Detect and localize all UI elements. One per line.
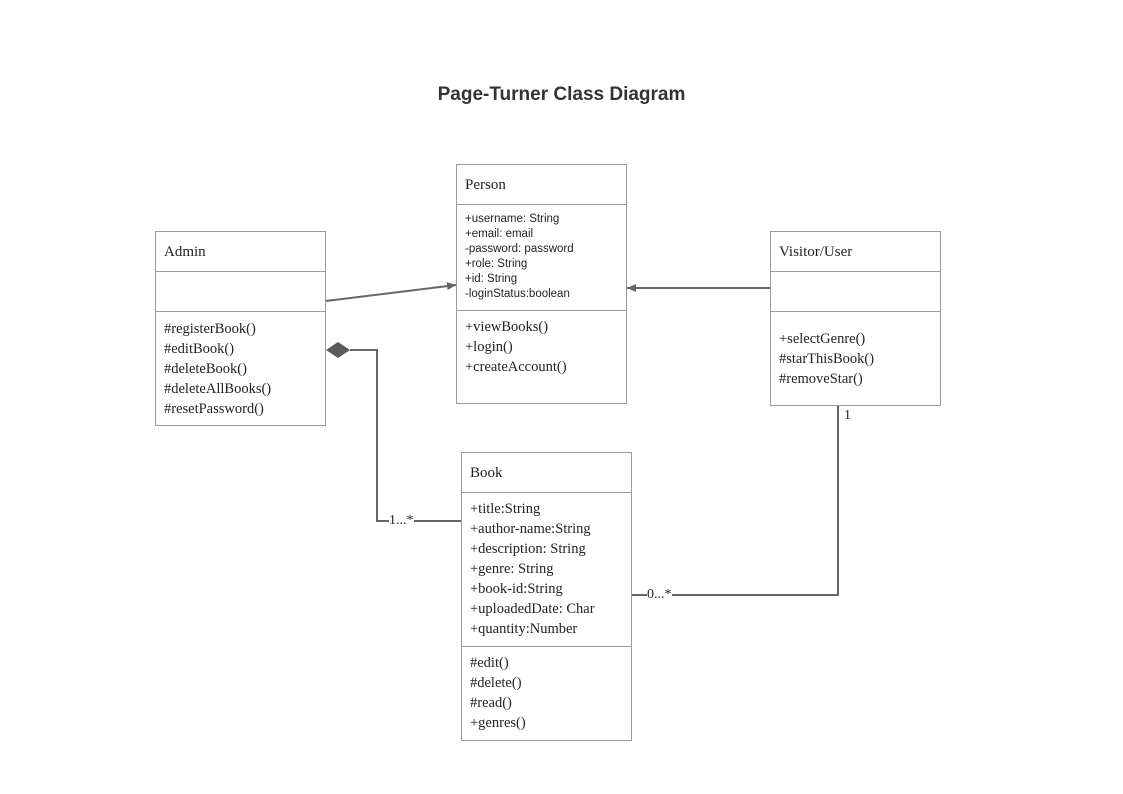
book-attribute: +quantity:Number [470,621,578,637]
book-operation: #read() [470,695,512,711]
book-attribute: +uploadedDate: Char [470,601,595,617]
book-operation: #edit() [470,655,509,671]
visitor-operations: +selectGenre() #starThisBook() #removeSt… [771,329,940,389]
book-attribute: +title:String [470,501,541,517]
admin-book-multiplicity: 1...* [389,513,414,529]
book-attribute: +description: String [470,541,586,557]
admin-class[interactable]: Admin #registerBook() #editBook() #delet… [155,231,326,426]
admin-operation: #deleteBook() [164,361,247,377]
visitor-operation: #removeStar() [779,371,863,387]
admin-operations: #registerBook() #editBook() #deleteBook(… [156,319,325,419]
book-attribute: +author-name:String [470,521,591,537]
person-attribute: +role: String [465,258,528,270]
person-operations: +viewBooks() +login() +createAccount() [457,317,626,377]
person-operation: +viewBooks() [465,319,549,335]
person-attributes: +username: String +email: email -passwor… [457,205,626,311]
admin-book-composition-line [350,349,461,522]
book-attributes: +title:String +author-name:String +descr… [462,493,631,647]
diagram-title: Page-Turner Class Diagram [437,84,686,105]
person-class[interactable]: Person +username: String +email: email -… [456,164,627,404]
admin-class-name: Admin [156,232,325,272]
book-class-name: Book [462,453,631,493]
person-attribute: -password: password [465,243,574,255]
admin-operation: #deleteAllBooks() [164,381,272,397]
book-target-multiplicity: 0...* [647,587,672,603]
person-operation: +createAccount() [465,359,567,375]
book-class[interactable]: Book +title:String +author-name:String +… [461,452,632,741]
book-operations: #edit() #delete() #read() +genres() [462,653,631,733]
visitor-operation: #starThisBook() [779,351,875,367]
visitor-operation: +selectGenre() [779,331,866,347]
person-attribute: -loginStatus:boolean [465,288,570,300]
person-attribute: +username: String [465,213,560,225]
admin-operation: #resetPassword() [164,401,264,417]
composition-diamond [326,342,350,358]
person-class-name: Person [457,165,626,205]
admin-attributes [156,272,325,312]
person-attribute: +email: email [465,228,534,240]
person-operation: +login() [465,339,513,355]
visitor-class[interactable]: Visitor/User +selectGenre() #starThisBoo… [770,231,941,406]
visitor-source-multiplicity: 1 [844,408,851,423]
book-operation: +genres() [470,715,526,731]
visitor-book-association-line [632,405,839,596]
visitor-class-name: Visitor/User [771,232,940,272]
person-attribute: +id: String [465,273,518,285]
book-attribute: +book-id:String [470,581,563,597]
admin-operation: #editBook() [164,341,235,357]
visitor-attributes [771,272,940,312]
admin-operation: #registerBook() [164,321,256,337]
admin-to-person-generalization [325,282,457,302]
book-operation: #delete() [470,675,522,691]
book-attribute: +genre: String [470,561,554,577]
